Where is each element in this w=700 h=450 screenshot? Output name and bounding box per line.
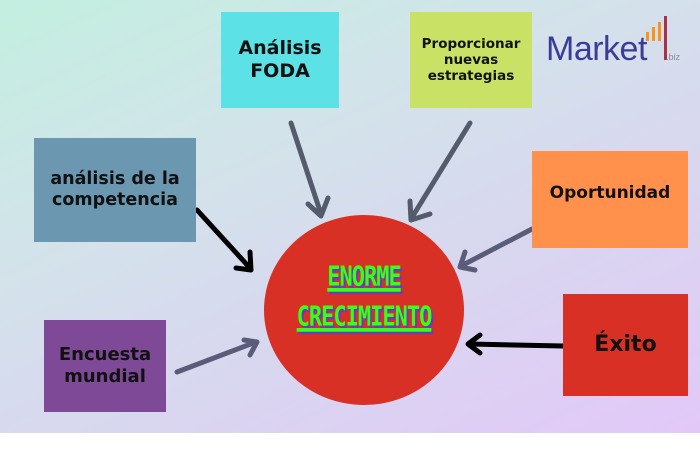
node-opportunity: Oportunidad: [532, 151, 688, 248]
center-title-line2: CRECIMIENTO: [296, 301, 433, 333]
arrows-layer: [174, 120, 566, 375]
logo-wordmark: Market: [546, 30, 647, 68]
signal-bars-icon: [646, 16, 667, 60]
node-label: Éxito: [594, 331, 657, 357]
arrow-survey-to-center: [174, 337, 260, 375]
node-success: Éxito: [563, 294, 688, 396]
arrow-strategies-to-center: [407, 120, 473, 223]
node-label: Encuesta mundial: [58, 344, 152, 387]
node-label: Análisis FODA: [238, 37, 322, 82]
node-label: Proporcionar nuevas estrategias: [421, 35, 521, 85]
arrow-competition-to-center: [194, 207, 254, 273]
node-world-survey: Encuesta mundial: [44, 320, 166, 412]
center-title-line1: ENORME: [327, 261, 401, 293]
node-label: análisis de la competencia: [50, 169, 180, 210]
center-title: ENORME CRECIMIENTO: [264, 258, 464, 338]
node-competition-analysis: análisis de la competencia: [34, 138, 196, 242]
arrow-opportunity-to-center: [457, 226, 535, 273]
arrow-success-to-center: [465, 332, 566, 356]
node-swot-analysis: Análisis FODA: [221, 12, 339, 108]
logo-suffix-text: biz: [668, 52, 681, 62]
node-new-strategies: Proporcionar nuevas estrategias: [410, 12, 532, 108]
logo-suffix: .biz: [666, 52, 681, 62]
brand-logo: Market .biz: [546, 16, 696, 72]
arrow-foda-to-center: [288, 120, 331, 219]
node-label: Oportunidad: [549, 183, 671, 203]
center-circle: [264, 215, 464, 405]
